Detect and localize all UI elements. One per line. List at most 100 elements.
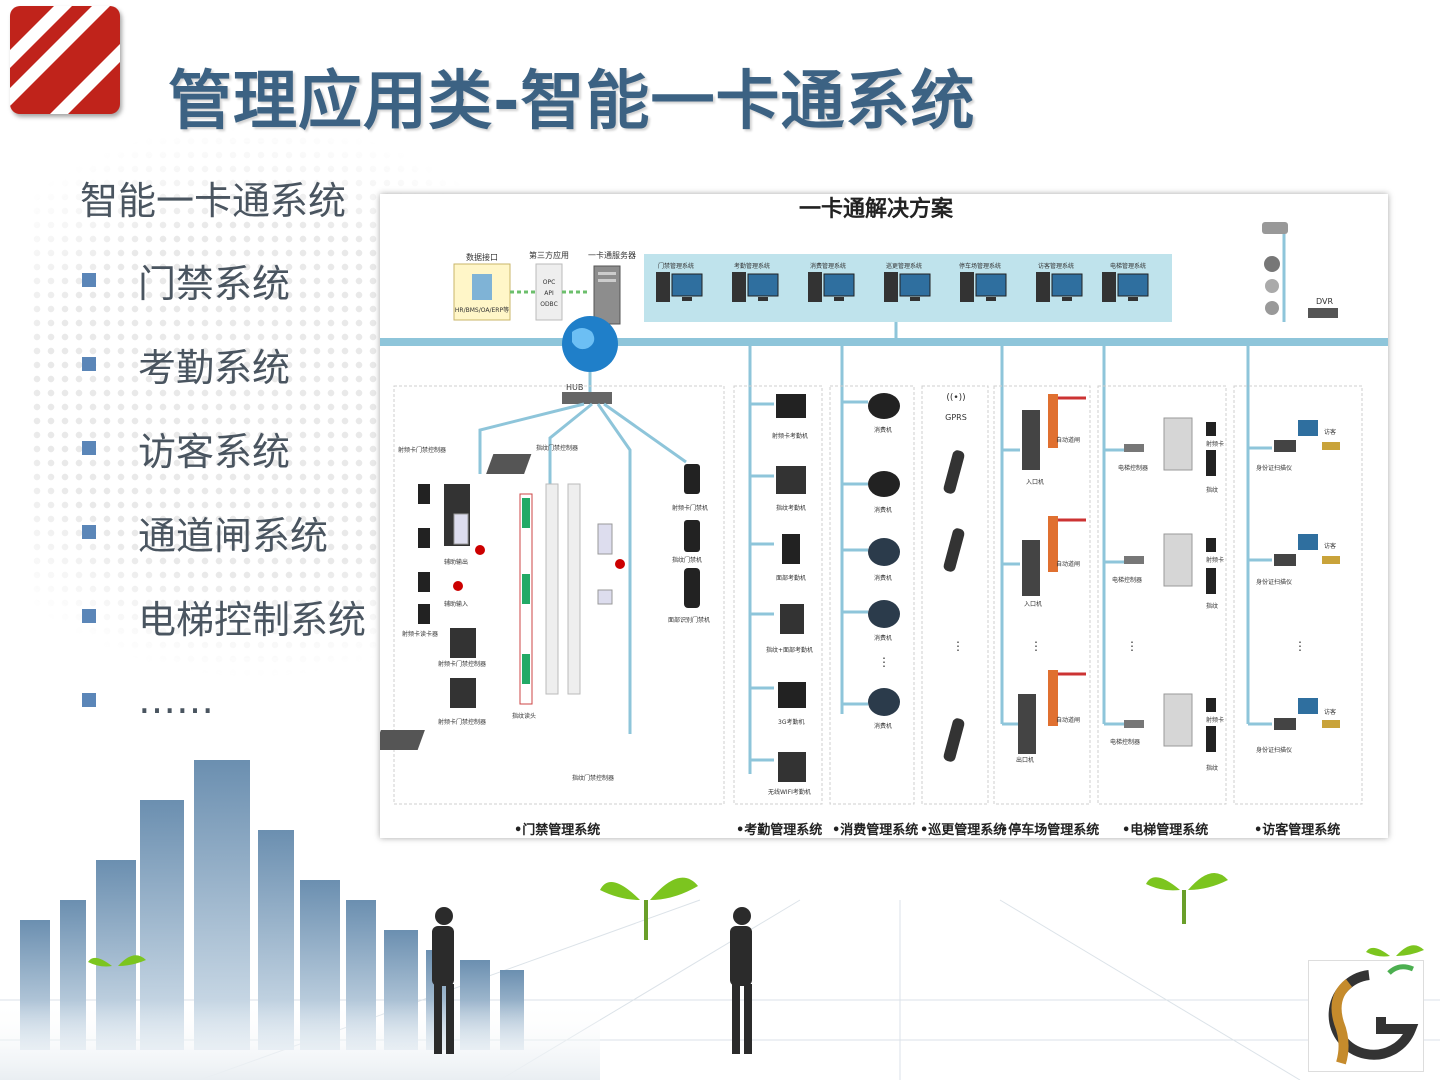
access-label: 指纹门禁控制器 bbox=[572, 774, 614, 782]
elevator-car-icon bbox=[1163, 533, 1193, 587]
businessman-silhouette bbox=[432, 907, 752, 1054]
attendance-device-icon bbox=[782, 534, 800, 564]
dvr-label: DVR bbox=[1316, 297, 1333, 306]
access-label: 射频卡读卡器 bbox=[402, 630, 438, 638]
gate-terminal-icon bbox=[1022, 410, 1040, 470]
document-icon bbox=[472, 274, 492, 300]
pos-terminal-icon bbox=[868, 471, 900, 497]
access-label: 射频卡门禁控制器 bbox=[438, 660, 486, 668]
elevator-label: 射频卡 bbox=[1206, 556, 1224, 564]
brand-logo bbox=[10, 6, 120, 114]
pos-terminal-icon bbox=[868, 393, 900, 419]
elevator-section: 电梯控制器 射频卡 指纹 电梯控制器 射频卡 指纹 电梯控制器 射频卡 指纹 ⋮ bbox=[1104, 417, 1224, 772]
attendance-device-icon bbox=[776, 394, 806, 418]
visitor-label: 访客 bbox=[1324, 428, 1336, 436]
barrier-gate-icon bbox=[1048, 394, 1058, 448]
pos-terminal-icon bbox=[868, 538, 900, 566]
bullet-square-icon bbox=[82, 273, 96, 287]
attendance-label: 指纹+面部考勤机 bbox=[766, 646, 813, 654]
attendance-label: 3G考勤机 bbox=[778, 718, 804, 726]
patrol-stick-icon bbox=[943, 528, 965, 572]
elevator-label: 电梯控制器 bbox=[1112, 576, 1142, 584]
attendance-device-icon bbox=[778, 752, 806, 782]
bullet-text: 通道闸系统 bbox=[138, 513, 329, 558]
parking-label: 入口机 bbox=[1026, 478, 1044, 486]
elevator-car-icon bbox=[1163, 417, 1193, 471]
ellipsis: ⋮ bbox=[878, 655, 890, 669]
ellipsis: ⋮ bbox=[952, 639, 964, 653]
elevator-label: 电梯控制器 bbox=[1110, 738, 1140, 746]
ellipsis: ⋮ bbox=[1126, 639, 1138, 653]
pos-terminal-icon bbox=[868, 688, 900, 716]
workstation-label: 门禁管理系统 bbox=[658, 262, 694, 270]
bullet-text: 电梯控制系统 bbox=[138, 597, 367, 642]
diagram-canvas: 一卡通解决方案 数据接口 HR/BMS/OA/ERP等 第三方应用 OPC AP… bbox=[373, 196, 1388, 838]
access-label: 射频卡门禁控制器 bbox=[438, 718, 486, 726]
attendance-device-icon bbox=[776, 466, 806, 494]
server-icon: 一卡通服务器 bbox=[588, 250, 636, 325]
third-party-label: 第三方应用 bbox=[529, 250, 569, 260]
server-label: 一卡通服务器 bbox=[588, 250, 636, 260]
id-scanner-icon bbox=[1274, 718, 1296, 730]
pos-label: 消费机 bbox=[874, 506, 892, 514]
third-party-item: API bbox=[544, 290, 554, 297]
dvr-icon bbox=[1308, 308, 1338, 318]
pc-monitor-icon bbox=[1298, 698, 1318, 714]
interface-sublabel: HR/BMS/OA/ERP等 bbox=[455, 306, 509, 314]
elevator-label: 指纹 bbox=[1206, 486, 1218, 494]
attendance-label: 无线WIFI考勤机 bbox=[768, 788, 811, 796]
elevator-car-icon bbox=[1163, 693, 1193, 747]
barrier-gate-icon bbox=[1048, 670, 1058, 726]
bullet-square-icon bbox=[82, 525, 96, 539]
patrol-section: ((•)) GPRS ⋮ bbox=[943, 393, 967, 762]
third-party-item: ODBC bbox=[540, 301, 558, 308]
workstation-label: 考勤管理系统 bbox=[734, 262, 770, 270]
bullet-text: 考勤系统 bbox=[138, 345, 291, 390]
subsystem-caption: •停车场管理系统 bbox=[1000, 822, 1099, 838]
section-heading: 智能一卡通系统 bbox=[80, 179, 347, 223]
pc-monitor-icon bbox=[1298, 420, 1318, 436]
workstation-label: 巡更管理系统 bbox=[886, 262, 922, 270]
letter-g-logo-icon bbox=[1328, 964, 1419, 1065]
gate-terminal-icon bbox=[1022, 540, 1040, 596]
elevator-label: 射频卡 bbox=[1206, 440, 1224, 448]
pos-terminal-icon bbox=[868, 600, 900, 628]
controller-icon bbox=[450, 628, 476, 658]
interface-label: 数据接口 bbox=[466, 252, 498, 262]
subsystem-caption: •电梯管理系统 bbox=[1122, 822, 1208, 838]
subsystem-caption: •访客管理系统 bbox=[1254, 822, 1340, 838]
hub-label: HUB bbox=[566, 383, 583, 392]
visitor-label: 访客 bbox=[1324, 708, 1336, 716]
pos-label: 消费机 bbox=[874, 634, 892, 642]
pos-section: 消费机 消费机 消费机 消费机 消费机 ⋮ bbox=[842, 393, 900, 730]
elevator-label: 电梯控制器 bbox=[1118, 464, 1148, 472]
gate-terminal-icon bbox=[1018, 694, 1036, 754]
access-label: 辅助输出 bbox=[444, 558, 468, 566]
parking-label: 自动道闸 bbox=[1056, 716, 1080, 724]
list-item: 电梯控制系统 bbox=[82, 591, 367, 642]
third-party-item: OPC bbox=[543, 279, 556, 286]
pos-label: 消费机 bbox=[874, 574, 892, 582]
list-item: …… bbox=[82, 675, 214, 725]
city-skyline-illustration bbox=[0, 760, 1440, 1080]
controller-icon bbox=[450, 678, 476, 708]
bullet-text: 访客系统 bbox=[138, 429, 291, 474]
parking-label: 自动道闸 bbox=[1056, 436, 1080, 444]
ellipsis: ⋮ bbox=[1294, 639, 1306, 653]
logo-stripes-icon bbox=[10, 6, 120, 114]
list-item: 通道闸系统 bbox=[82, 507, 329, 558]
pos-label: 消费机 bbox=[874, 426, 892, 434]
bullet-square-icon bbox=[82, 357, 96, 371]
patrol-stick-icon bbox=[943, 718, 965, 762]
bullet-text: 门禁系统 bbox=[138, 261, 291, 306]
sprout-icons bbox=[88, 872, 1424, 967]
workstation-label: 电梯管理系统 bbox=[1110, 262, 1146, 270]
subsystem-caption: •巡更管理系统 bbox=[920, 822, 1006, 838]
barrier-gate-icon bbox=[1048, 516, 1058, 572]
bullet-square-icon bbox=[82, 441, 96, 455]
camera-icon: DVR bbox=[1262, 222, 1338, 322]
subsystem-caption: •消费管理系统 bbox=[832, 822, 918, 838]
access-control-section: 射频卡门禁控制器 指纹门禁控制器 辅助输出 辅助输入 射频卡读卡器 射频卡门禁控… bbox=[373, 402, 710, 782]
network-bus bbox=[380, 338, 1388, 346]
visitor-label: 身份证扫描仪 bbox=[1256, 746, 1292, 754]
